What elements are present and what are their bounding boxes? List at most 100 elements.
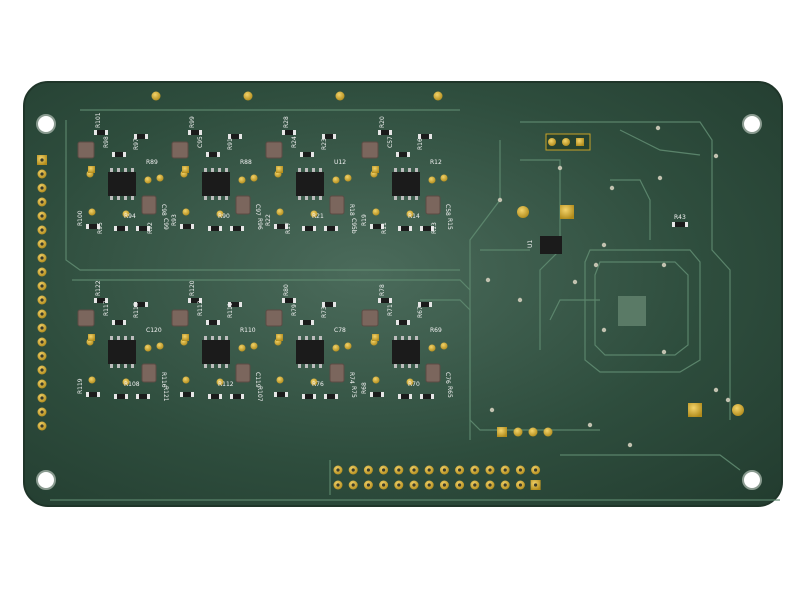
designator-label: R99 (189, 116, 196, 128)
designator-label: R90 (218, 213, 230, 220)
via (310, 210, 318, 218)
resistor (302, 320, 312, 325)
capacitor (141, 195, 157, 215)
designator-label: C99 (162, 218, 169, 230)
opamp-ic (392, 172, 420, 196)
designator-label: R20 (379, 116, 386, 128)
via (122, 378, 130, 386)
designator-label: R91 (227, 138, 234, 150)
resistor (182, 392, 192, 397)
resistor (324, 302, 334, 307)
resistor (304, 226, 314, 231)
via (627, 442, 633, 448)
resistor (372, 392, 382, 397)
resistor (208, 320, 218, 325)
designator-label: R68 (361, 382, 368, 394)
capacitor (77, 309, 95, 327)
designator-label: R70 (408, 381, 420, 388)
designator-label: R22 (265, 214, 272, 226)
designator-label: R110 (240, 327, 256, 334)
resistor-r43 (674, 222, 686, 227)
designator-label: R80 (283, 284, 290, 296)
opamp-ic (108, 172, 136, 196)
opamp-ic (202, 340, 230, 364)
via (593, 262, 599, 268)
designator-label: R74 (348, 372, 355, 384)
resistor (232, 394, 242, 399)
via (661, 349, 667, 355)
resistor (398, 320, 408, 325)
designator-label: R73 (321, 306, 328, 318)
capacitor (329, 195, 345, 215)
resistor (230, 302, 240, 307)
resistor (116, 394, 126, 399)
designator-label: R16 (417, 138, 424, 150)
bga-footprint (618, 296, 646, 326)
capacitor (171, 309, 189, 327)
designator-label: R12 (430, 159, 442, 166)
resistor (422, 226, 432, 231)
designator-label: R113 (197, 300, 204, 316)
resistor (400, 226, 410, 231)
designator-label: R89 (146, 159, 158, 166)
top-edge-pads (151, 91, 443, 101)
designator-label: R65 (446, 386, 453, 398)
resistor (380, 130, 390, 135)
via (601, 242, 607, 248)
via (655, 125, 661, 131)
resistor (276, 224, 286, 229)
opamp-ic (202, 172, 230, 196)
opamp-ic (108, 340, 136, 364)
resistor (420, 134, 430, 139)
via (238, 176, 246, 184)
resistor (302, 152, 312, 157)
via (609, 185, 615, 191)
resistor (114, 320, 124, 325)
resistor (324, 134, 334, 139)
left-pin-header (37, 155, 47, 431)
capacitor (77, 141, 95, 159)
capacitor (235, 195, 251, 215)
resistor (114, 152, 124, 157)
via (517, 297, 523, 303)
via (276, 208, 284, 216)
designator-label: C58 (444, 204, 451, 216)
designator-label: R96 (256, 218, 263, 230)
designator-label: R117 (103, 300, 110, 316)
resistor (88, 392, 98, 397)
designator-label: R78 (379, 284, 386, 296)
top-pad (151, 91, 161, 101)
resistor (208, 152, 218, 157)
resistor (284, 298, 294, 303)
designator-label: C120 (146, 327, 162, 334)
via (332, 344, 340, 352)
capacitor (265, 141, 283, 159)
designator-label: R115 (133, 302, 140, 318)
designator-label: R116 (160, 372, 167, 388)
via (122, 210, 130, 218)
resistor (138, 226, 148, 231)
label-u1: U1 (527, 240, 534, 248)
designator-label: R75 (350, 386, 357, 398)
via (372, 376, 380, 384)
resistor (190, 298, 200, 303)
designator-label: C76 (444, 372, 451, 384)
designator-label: R97 (133, 138, 140, 150)
designator-label: R19 (361, 214, 368, 226)
designator-label: R23 (321, 138, 328, 150)
designator-label: R111 (227, 302, 234, 318)
via (216, 210, 224, 218)
via (440, 342, 448, 350)
via (440, 174, 448, 182)
via (144, 344, 152, 352)
resistor (398, 152, 408, 157)
via (182, 376, 190, 384)
resistor (136, 134, 146, 139)
top-pad (243, 91, 253, 101)
via (485, 277, 491, 283)
via (406, 378, 414, 386)
